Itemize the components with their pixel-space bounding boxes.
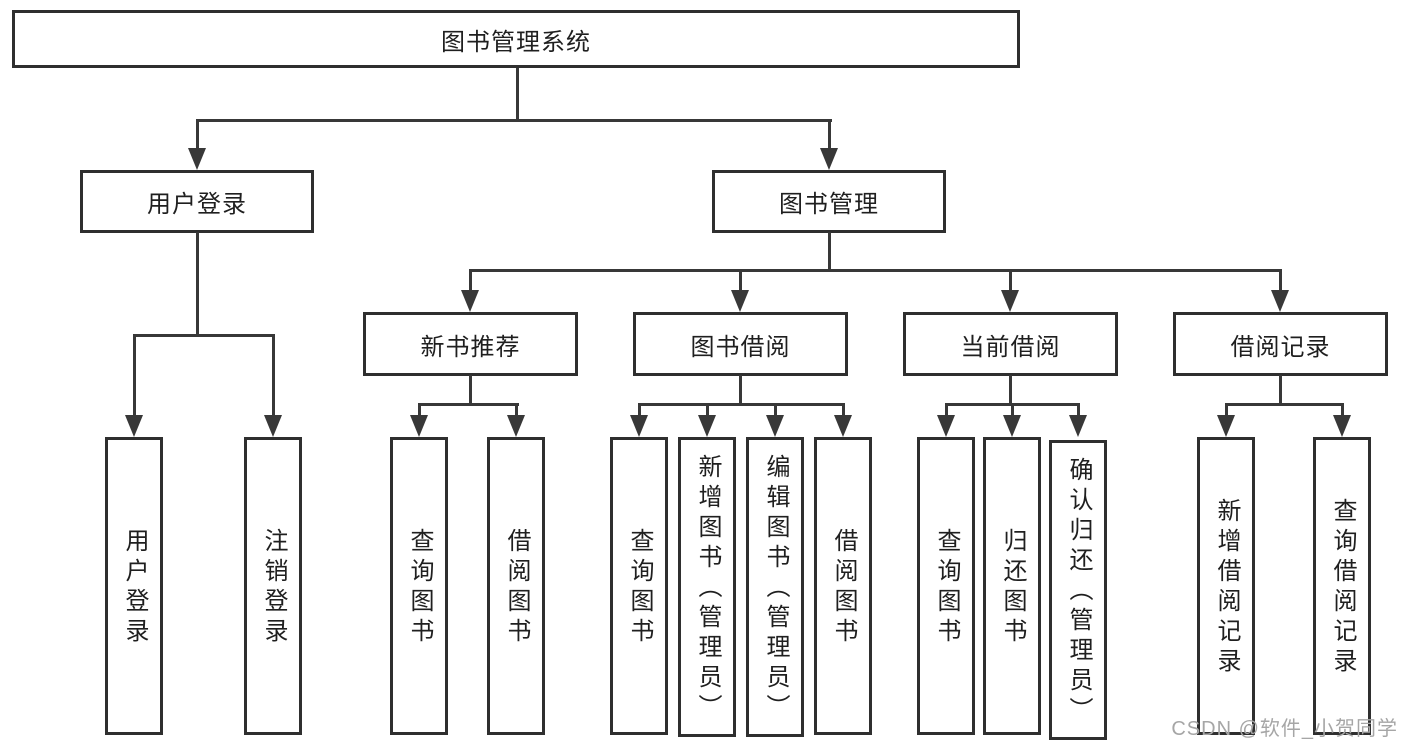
node-book-management: 图书管理	[712, 170, 946, 233]
arrowhead-down	[1217, 415, 1235, 437]
connector-line	[1225, 403, 1228, 418]
connector-line	[469, 269, 1282, 272]
arrowhead-down	[264, 415, 282, 437]
leaf-bb-query-books: 查询图书	[610, 437, 668, 735]
node-new-book-recommend: 新书推荐	[363, 312, 578, 376]
connector-line	[828, 232, 831, 272]
node-book-borrowing: 图书借阅	[633, 312, 848, 376]
arrowhead-down	[766, 415, 784, 437]
connector-line	[842, 403, 845, 418]
connector-line	[1009, 269, 1012, 292]
node-library-system: 图书管理系统	[12, 10, 1020, 68]
arrowhead-down	[188, 148, 206, 170]
arrowhead-down	[1003, 415, 1021, 437]
leaf-cb-return-books: 归还图书	[983, 437, 1041, 735]
connector-line	[515, 403, 518, 418]
arrowhead-down	[507, 415, 525, 437]
connector-line	[706, 403, 709, 418]
node-borrowing-records: 借阅记录	[1173, 312, 1388, 376]
connector-line	[196, 119, 199, 151]
arrowhead-down	[1069, 415, 1087, 437]
connector-line	[418, 403, 421, 418]
arrowhead-down	[410, 415, 428, 437]
connector-line	[1341, 403, 1344, 418]
connector-line	[1077, 403, 1080, 418]
leaf-nbr-query-books: 查询图书	[390, 437, 448, 735]
connector-line	[516, 68, 519, 121]
connector-line	[1225, 403, 1344, 406]
connector-line	[196, 119, 832, 122]
node-current-borrowing: 当前借阅	[903, 312, 1118, 376]
arrowhead-down	[834, 415, 852, 437]
leaf-user-login: 用户登录	[105, 437, 163, 735]
leaf-cb-confirm-return-admin: 确认归还（管理员）	[1049, 440, 1107, 740]
connector-line	[828, 119, 831, 151]
leaf-br-query-record: 查询借阅记录	[1313, 437, 1371, 735]
connector-line	[1011, 403, 1014, 418]
connector-line	[638, 403, 845, 406]
connector-line	[1279, 375, 1282, 406]
arrowhead-down	[731, 290, 749, 312]
arrowhead-down	[125, 415, 143, 437]
leaf-cb-query-books: 查询图书	[917, 437, 975, 735]
connector-line	[133, 334, 275, 337]
connector-line	[739, 375, 742, 406]
connector-line	[418, 403, 519, 406]
connector-line	[945, 403, 948, 418]
connector-line	[196, 232, 199, 337]
leaf-bb-add-books-admin: 新增图书（管理员）	[678, 437, 736, 737]
csdn-watermark: CSDN @软件_小贺同学	[1171, 718, 1398, 740]
connector-line	[774, 403, 777, 418]
arrowhead-down	[1271, 290, 1289, 312]
node-user-login: 用户登录	[80, 170, 314, 233]
connector-line	[1279, 269, 1282, 292]
arrowhead-down	[820, 148, 838, 170]
connector-line	[739, 269, 742, 292]
leaf-bb-edit-books-admin: 编辑图书（管理员）	[746, 437, 804, 737]
arrowhead-down	[937, 415, 955, 437]
connector-line	[638, 403, 641, 418]
leaf-bb-borrow-books: 借阅图书	[814, 437, 872, 735]
connector-line	[272, 334, 275, 417]
leaf-logout: 注销登录	[244, 437, 302, 735]
connector-line	[1009, 375, 1012, 406]
connector-line	[133, 334, 136, 417]
arrowhead-down	[461, 290, 479, 312]
arrowhead-down	[630, 415, 648, 437]
arrowhead-down	[1333, 415, 1351, 437]
arrowhead-down	[698, 415, 716, 437]
arrowhead-down	[1001, 290, 1019, 312]
connector-line	[469, 375, 472, 406]
connector-line	[469, 269, 472, 292]
leaf-br-add-record: 新增借阅记录	[1197, 437, 1255, 735]
leaf-nbr-borrow-books: 借阅图书	[487, 437, 545, 735]
